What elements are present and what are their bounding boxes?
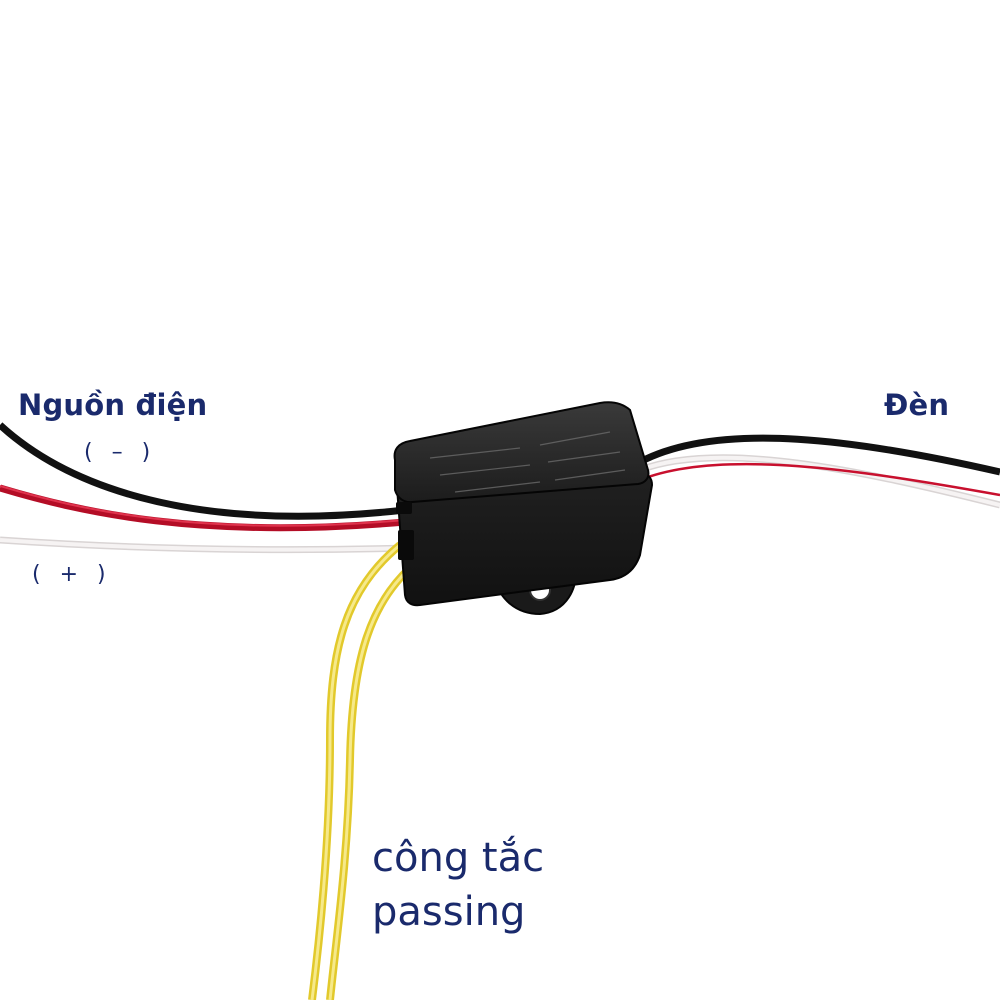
- wire-white-input-core: [0, 538, 406, 552]
- positive-terminal-label: ( + ): [32, 562, 112, 587]
- wire-black-input: [0, 422, 406, 520]
- control-module: [393, 401, 654, 616]
- wire-yellow-2-hl: [328, 566, 412, 1000]
- wire-red-input: [0, 484, 406, 532]
- switch-label-line1: công tắc: [372, 835, 545, 881]
- switch-label-line2: passing: [372, 889, 526, 935]
- wire-red-output: [639, 462, 1000, 497]
- module-print: [429, 431, 626, 493]
- lamp-label: Đèn: [884, 388, 950, 422]
- wire-white-output-core: [639, 455, 1000, 507]
- wire-yellow-1-hl: [310, 543, 401, 1000]
- wire-red-input-hl: [0, 485, 406, 527]
- wire-black-output: [638, 434, 1000, 476]
- module-top: [393, 401, 650, 504]
- negative-terminal-label: ( – ): [84, 440, 157, 465]
- power-source-label: Nguồn điện: [18, 388, 208, 422]
